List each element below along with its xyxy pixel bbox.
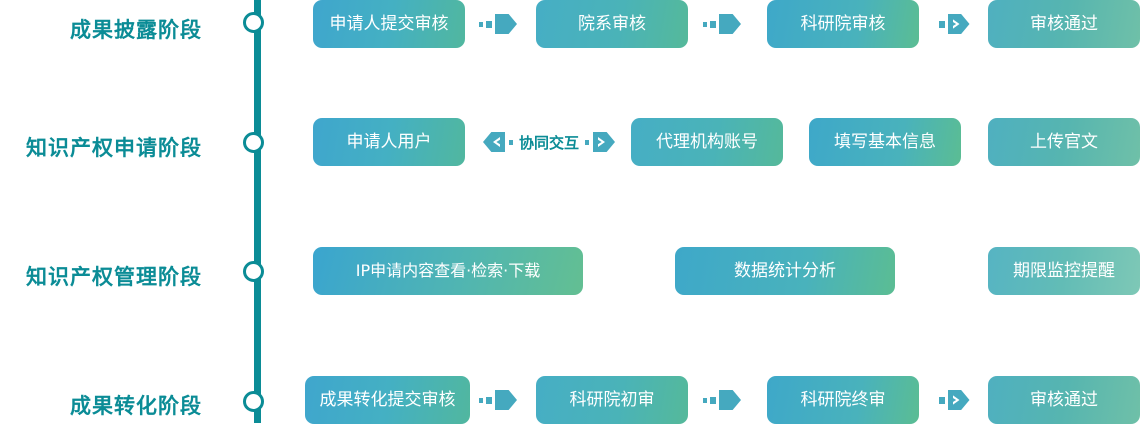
step-chip-deadline-monitoring-reminder[interactable]: 期限监控提醒 <box>988 247 1140 295</box>
step-chip-transformation-submit-review[interactable]: 成果转化提交审核 <box>305 376 470 424</box>
arrow-right-icon <box>495 14 517 34</box>
arrow-left-icon <box>482 132 505 152</box>
connector-dot-icon <box>508 139 513 145</box>
step-chip-review-passed[interactable]: 审核通过 <box>988 0 1140 48</box>
stage-label-wrap-2: 知识产权申请阶段 <box>0 118 230 178</box>
connector-dot-icon <box>703 397 707 403</box>
step-chip-research-institute-review[interactable]: 科研院审核 <box>767 0 919 48</box>
stage-row-transformation: 成果转化阶段 成果转化提交审核 科研院初审 科研院终审 审核通过 <box>0 376 1140 436</box>
stage-row-ip-management: 知识产权管理阶段 IP申请内容查看·检索·下载 数据统计分析 期限监控提醒 <box>0 247 1140 307</box>
connector-4-3 <box>928 376 980 424</box>
connector-dot-icon <box>486 20 492 28</box>
step-chip-applicant-submit-review[interactable]: 申请人提交审核 <box>313 0 465 48</box>
arrow-right-icon <box>593 132 615 152</box>
step-chip-review-passed-final[interactable]: 审核通过 <box>988 376 1140 424</box>
step-chip-research-institute-final-review[interactable]: 科研院终审 <box>767 376 919 424</box>
stage-label-ip-management: 知识产权管理阶段 <box>26 265 202 289</box>
timeline-node-1 <box>243 12 264 33</box>
connector-1-3 <box>928 0 980 48</box>
timeline-node-3 <box>243 261 264 282</box>
connector-1-2 <box>696 0 748 48</box>
step-chip-upload-official-doc[interactable]: 上传官文 <box>988 118 1140 166</box>
connector-dot-icon <box>479 397 483 403</box>
stage-label-ip-application: 知识产权申请阶段 <box>26 136 202 160</box>
timeline-node-2 <box>243 132 264 153</box>
arrow-right-icon <box>495 390 517 410</box>
connector-dot-icon <box>703 21 707 27</box>
step-chip-fill-basic-info[interactable]: 填写基本信息 <box>809 118 961 166</box>
arrow-right-icon <box>947 390 970 410</box>
step-chip-data-statistics-analysis[interactable]: 数据统计分析 <box>675 247 895 295</box>
stage-row-disclosure: 成果披露阶段 申请人提交审核 院系审核 科研院审核 审核通过 <box>0 0 1140 60</box>
connector-dot-icon <box>710 396 716 404</box>
arrow-right-icon <box>719 390 741 410</box>
arrow-right-icon <box>719 14 741 34</box>
connector-dot-icon <box>479 21 483 27</box>
connector-1-1 <box>472 0 524 48</box>
step-chip-applicant-account[interactable]: 申请人用户 <box>313 118 465 166</box>
connector-dot-icon <box>938 396 945 404</box>
step-chip-research-institute-first-review[interactable]: 科研院初审 <box>536 376 688 424</box>
connector-dot-icon <box>585 139 589 145</box>
connector-dot-icon <box>938 20 945 28</box>
connector-4-2 <box>696 376 748 424</box>
connector-4-1 <box>472 376 524 424</box>
connector-label-collaborative-interaction: 协同交互 <box>518 133 579 152</box>
timeline-node-4 <box>243 391 264 412</box>
stage-label-wrap-1: 成果披露阶段 <box>0 0 230 60</box>
connector-dot-icon <box>710 20 716 28</box>
stage-label-transformation: 成果转化阶段 <box>70 394 202 418</box>
step-chip-ip-content-view-search-download[interactable]: IP申请内容查看·检索·下载 <box>313 247 583 295</box>
step-chip-department-review[interactable]: 院系审核 <box>536 0 688 48</box>
connector-dot-icon <box>486 396 492 404</box>
step-chip-agency-account[interactable]: 代理机构账号 <box>631 118 783 166</box>
stage-row-ip-application: 知识产权申请阶段 申请人用户 协同交互 代理机构账号 填写基本信息 上传官文 <box>0 118 1140 178</box>
stage-label-disclosure: 成果披露阶段 <box>70 18 202 42</box>
arrow-right-icon <box>947 14 970 34</box>
stage-label-wrap-3: 知识产权管理阶段 <box>0 247 230 307</box>
stage-label-wrap-4: 成果转化阶段 <box>0 376 230 436</box>
connector-2-bidirectional: 协同交互 <box>468 118 630 166</box>
timeline-spine <box>254 0 261 423</box>
